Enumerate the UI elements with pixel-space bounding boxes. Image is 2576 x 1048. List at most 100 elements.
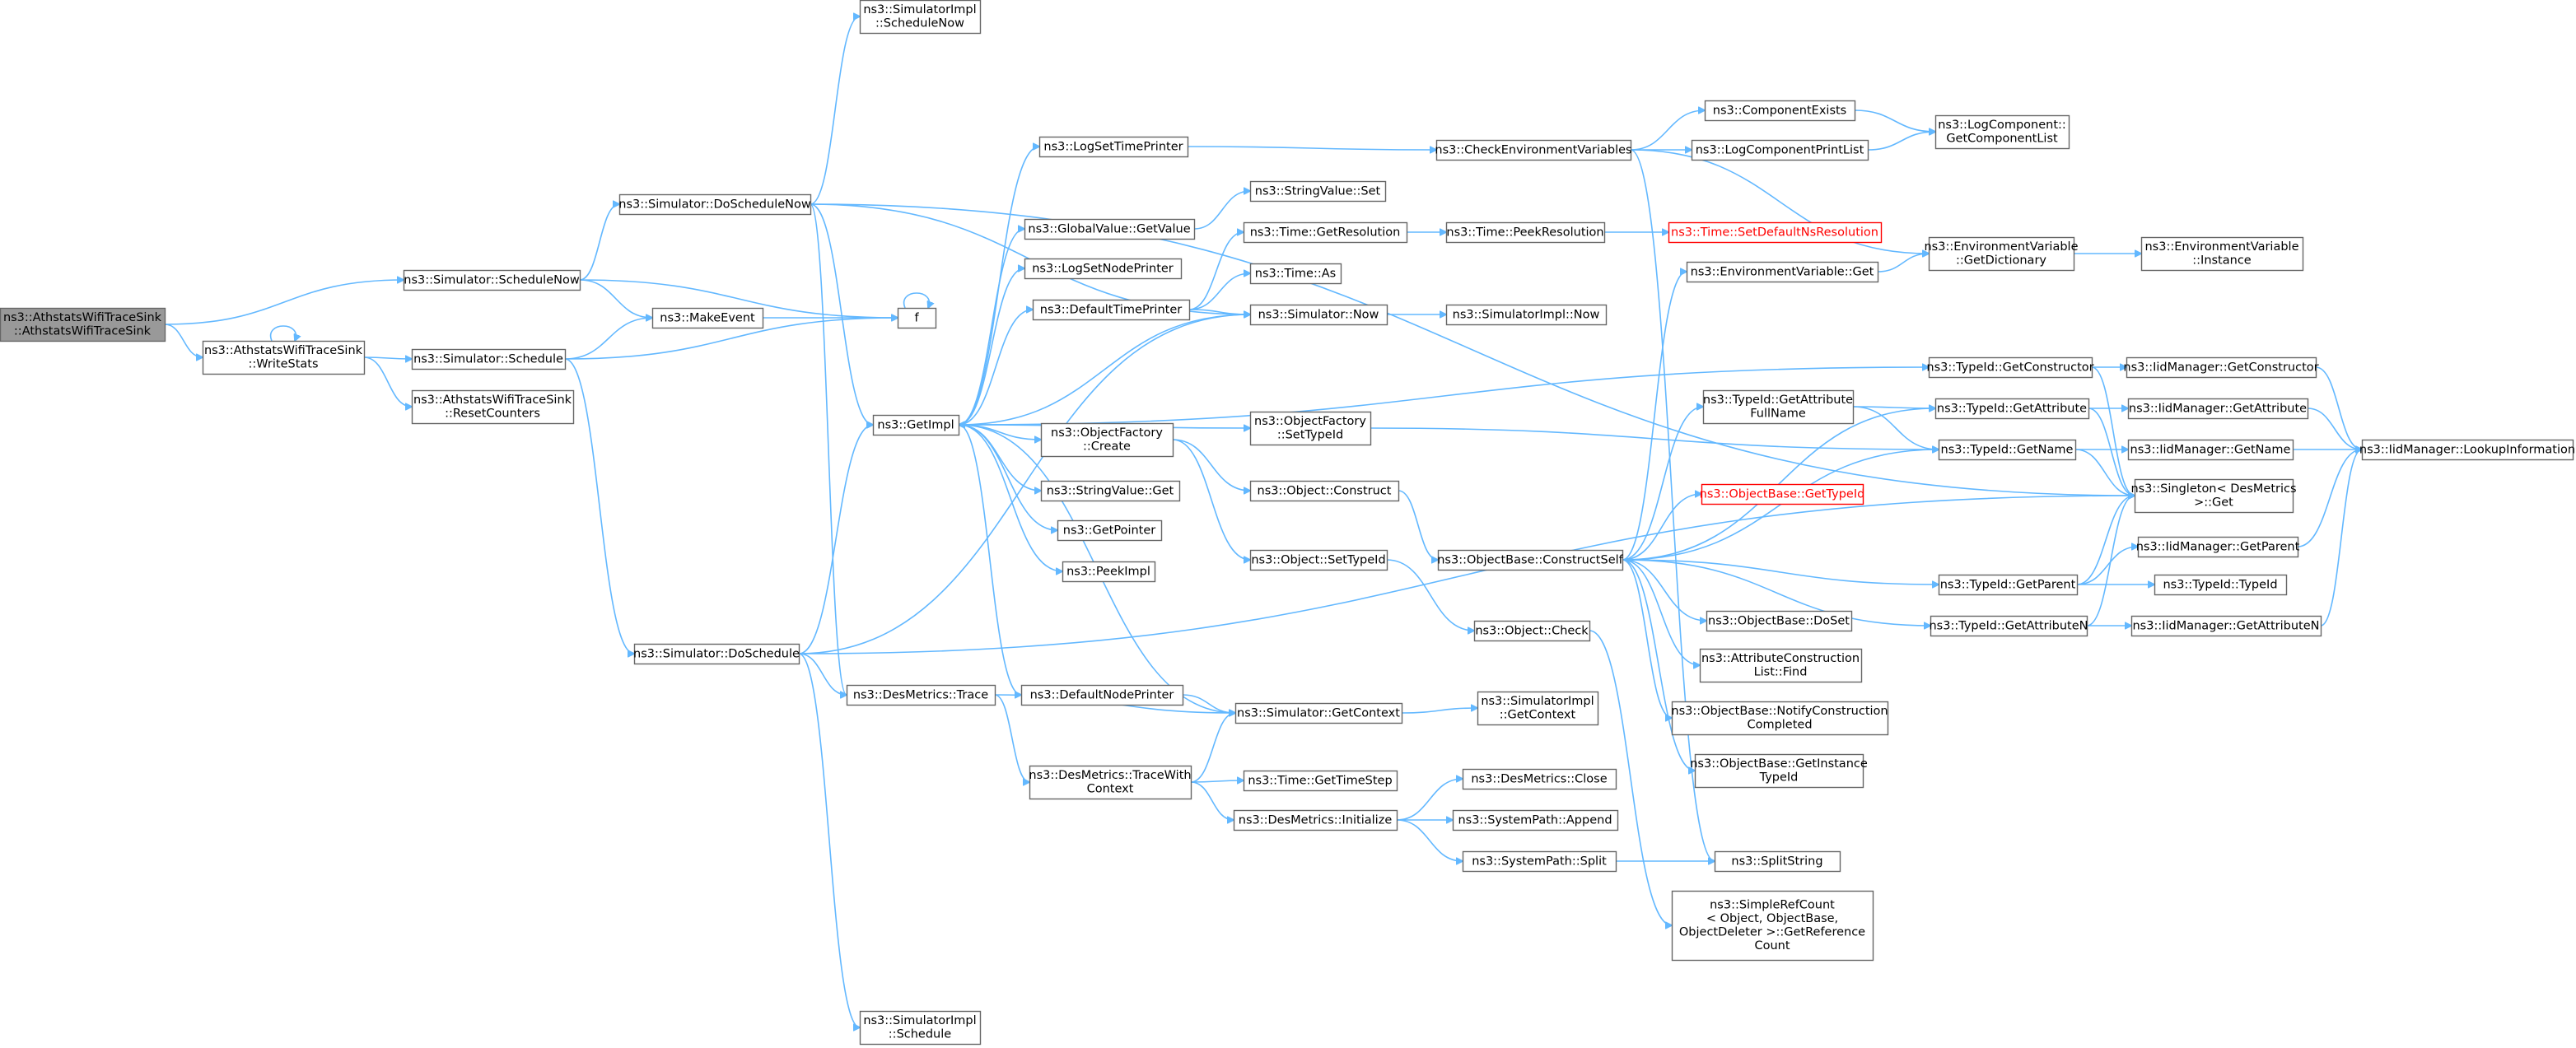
node-objectsettypeid[interactable]: ns3::Object::SetTypeId [1249, 549, 1388, 571]
node-box [633, 643, 800, 665]
node-makeevent[interactable]: ns3::MakeEvent [651, 307, 764, 329]
node-label: ns3::GetPointer [1063, 524, 1156, 537]
node-implgetcontext[interactable]: ns3::SimulatorImpl::GetContext [1477, 691, 1599, 726]
node-syspathappend[interactable]: ns3::SystemPath::Append [1452, 809, 1619, 831]
node-implschedulenow[interactable]: ns3::SimulatorImpl::ScheduleNow [859, 0, 982, 35]
node-timegettimestep[interactable]: ns3::Time::GetTimeStep [1243, 770, 1398, 792]
edge-envvarget-to-envvargetdict [1877, 254, 1929, 272]
node-desclose[interactable]: ns3::DesMetrics::Close [1462, 768, 1617, 790]
node-envvarinstance[interactable]: ns3::EnvironmentVariable::Instance [2140, 236, 2304, 272]
node-objectbasegettypeid[interactable]: ns3::ObjectBase::GetTypeId [1700, 483, 1865, 505]
node-typeidgetattribute[interactable]: ns3::TypeId::GetAttribute [1934, 398, 2090, 420]
node-doschedule[interactable]: ns3::Simulator::DoSchedule [633, 643, 800, 665]
node-schedulenow[interactable]: ns3::Simulator::ScheduleNow [403, 269, 581, 291]
node-label: f [914, 311, 919, 324]
node-label: ::WriteStats [248, 358, 318, 371]
node-envvargetdict[interactable]: ns3::EnvironmentVariable::GetDictionary [1924, 236, 2079, 272]
node-singletonget[interactable]: ns3::Singleton< DesMetrics>::Get [2130, 478, 2297, 514]
node-label: ::GetDictionary [1956, 254, 2046, 268]
node-timepeekres[interactable]: ns3::Time::PeekResolution [1445, 221, 1606, 244]
node-simnow[interactable]: ns3::Simulator::Now [1249, 304, 1388, 326]
node-label: ns3::IidManager::GetAttribute [2129, 402, 2307, 415]
node-simplerefcount[interactable]: ns3::SimpleRefCount< Object, ObjectBase,… [1671, 890, 1874, 962]
node-syspathsplit[interactable]: ns3::SystemPath::Split [1462, 850, 1617, 873]
node-globalvalueget[interactable]: ns3::GlobalValue::GetValue [1024, 218, 1196, 240]
edge-getimpl-to-globalvalueget [958, 229, 1024, 426]
node-doschedulenow[interactable]: ns3::Simulator::DoScheduleNow [618, 193, 812, 216]
edge-schedulenow-to-doschedulenow [579, 204, 619, 281]
node-peekimpl[interactable]: ns3::PeekImpl [1062, 561, 1156, 583]
node-typeidgetconstructor[interactable]: ns3::TypeId::GetConstructor [1926, 356, 2094, 379]
node-logsettimeprinter[interactable]: ns3::LogSetTimePrinter [1038, 136, 1189, 158]
node-iidgetparent[interactable]: ns3::IidManager::GetParent [2136, 536, 2300, 558]
node-label: ns3::DefaultTimePrinter [1040, 303, 1182, 316]
node-splitstring[interactable]: ns3::SplitString [1714, 850, 1841, 873]
node-objectfactorycreate[interactable]: ns3::ObjectFactory::Create [1040, 422, 1174, 458]
node-stringvalueset[interactable]: ns3::StringValue::Set [1249, 180, 1387, 203]
edge-checkenv-to-envvargetdict [1630, 149, 1929, 254]
node-typeidtypeid[interactable]: ns3::TypeId::TypeId [2154, 574, 2288, 596]
node-root[interactable]: ns3::AthstatsWifiTraceSink::AthstatsWifi… [0, 307, 166, 342]
node-label: ns3::CheckEnvironmentVariables [1435, 143, 1631, 156]
node-objectconstruct[interactable]: ns3::Object::Construct [1249, 480, 1400, 502]
node-box [1062, 561, 1156, 583]
node-f[interactable]: f [897, 307, 937, 329]
node-box [2137, 536, 2299, 558]
node-defaulttimeprinter[interactable]: ns3::DefaultTimePrinter [1032, 299, 1191, 321]
node-implschedule[interactable]: ns3::SimulatorImpl::Schedule [859, 1010, 982, 1046]
node-getpointer[interactable]: ns3::GetPointer [1057, 519, 1163, 542]
node-label: ns3::TypeId::GetName [1941, 443, 2074, 456]
edge-typeidgetconstructor-to-singletonget [2091, 366, 2135, 496]
node-stringvalueget[interactable]: ns3::StringValue::Get [1040, 480, 1181, 502]
node-typeidgetattributen[interactable]: ns3::TypeId::GetAttributeN [1929, 615, 2088, 637]
node-label: ns3::Simulator::DoSchedule [633, 647, 800, 660]
node-box [1024, 218, 1196, 240]
node-label: ns3::ObjectBase::GetInstance [1690, 757, 1868, 771]
node-getimpl[interactable]: ns3::GetImpl [872, 414, 960, 436]
node-checkenv[interactable]: ns3::CheckEnvironmentVariables [1435, 139, 1632, 161]
node-schedule[interactable]: ns3::Simulator::Schedule [411, 348, 567, 370]
node-defaultnodeprinter[interactable]: ns3::DefaultNodePrinter [1020, 684, 1184, 706]
node-constructself[interactable]: ns3::ObjectBase::ConstructSelf [1437, 549, 1624, 571]
node-label: ns3::ObjectBase::ConstructSelf [1437, 553, 1623, 566]
node-label: ns3::SplitString [1731, 855, 1822, 868]
node-box [1040, 422, 1174, 458]
node-timeas[interactable]: ns3::Time::As [1249, 263, 1342, 285]
node-simgetcontext[interactable]: ns3::Simulator::GetContext [1234, 702, 1403, 724]
edge-simgetcontext-to-implgetcontext [1401, 708, 1477, 714]
node-iidgetattribute[interactable]: ns3::IidManager::GetAttribute [2127, 398, 2309, 420]
node-iidgetattributen[interactable]: ns3::IidManager::GetAttributeN [2130, 615, 2322, 637]
node-label: ns3::SystemPath::Split [1472, 855, 1607, 868]
node-iidgetconstructor[interactable]: ns3::IidManager::GetConstructor [2123, 356, 2319, 379]
node-typeidgetname[interactable]: ns3::TypeId::GetName [1938, 439, 2077, 461]
node-desmetricstrace[interactable]: ns3::DesMetrics::Trace [846, 684, 996, 706]
node-componentexists[interactable]: ns3::ComponentExists [1704, 100, 1856, 122]
node-iidgetname[interactable]: ns3::IidManager::GetName [2127, 439, 2294, 461]
node-implnow[interactable]: ns3::SimulatorImpl::Now [1445, 304, 1608, 326]
node-timegetresolution[interactable]: ns3::Time::GetResolution [1243, 221, 1408, 244]
node-resetcounters[interactable]: ns3::AthstatsWifiTraceSink::ResetCounter… [411, 389, 575, 425]
node-box [1694, 753, 1864, 789]
node-label: ns3::IidManager::LookupInformation [2359, 443, 2575, 456]
node-box [2126, 356, 2317, 379]
node-ofsettypeid[interactable]: ns3::ObjectFactory::SetTypeId [1249, 411, 1372, 446]
node-objectbasedoset[interactable]: ns3::ObjectBase::DoSet [1706, 610, 1853, 632]
node-logcomponentprintlist[interactable]: ns3::LogComponentPrintList [1691, 139, 1869, 161]
node-setdefaultnsres[interactable]: ns3::Time::SetDefaultNsResolution [1668, 221, 1883, 244]
node-logsetnodeprinter[interactable]: ns3::LogSetNodePrinter [1024, 258, 1183, 280]
node-envvarget[interactable]: ns3::EnvironmentVariable::Get [1686, 261, 1879, 283]
node-objectcheck[interactable]: ns3::Object::Check [1473, 620, 1591, 642]
node-iidlookup[interactable]: ns3::IidManager::LookupInformation [2359, 439, 2575, 461]
node-writestats[interactable]: ns3::AthstatsWifiTraceSink::WriteStats [202, 340, 366, 375]
node-desinitialize[interactable]: ns3::DesMetrics::Initialize [1233, 809, 1398, 831]
edge-constructself-to-typeidgetattributen [1622, 559, 1930, 626]
node-logcomponentgetlist[interactable]: ns3::LogComponent::GetComponentList [1934, 114, 2070, 150]
node-label: ns3::EnvironmentVariable [1924, 240, 2078, 254]
node-notifyconstruction[interactable]: ns3::ObjectBase::NotifyConstructionCompl… [1671, 701, 1889, 736]
node-typeidgetparent[interactable]: ns3::TypeId::GetParent [1938, 574, 2079, 596]
